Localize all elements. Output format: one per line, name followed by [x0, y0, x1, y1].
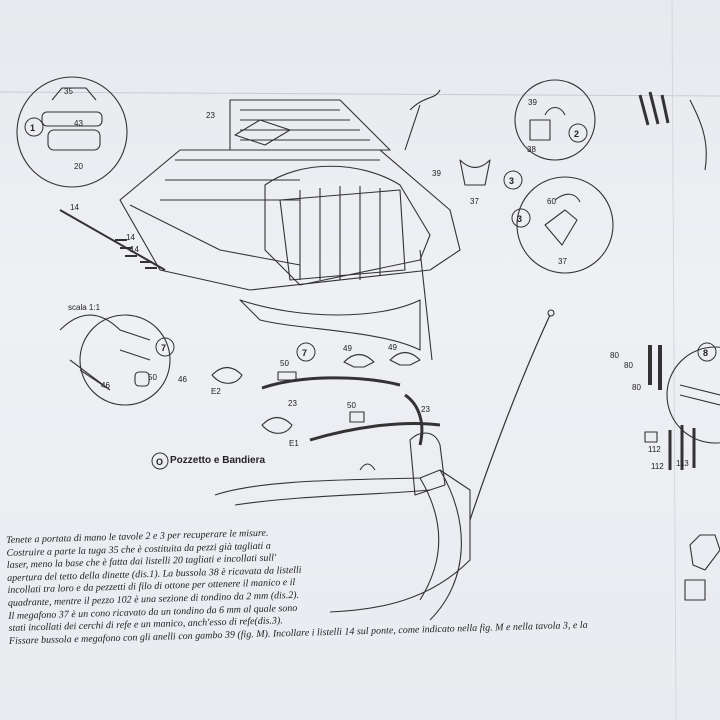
detail-circle-3	[516, 176, 614, 274]
svg-text:E1: E1	[289, 439, 299, 448]
section-title: Pozzetto e Bandiera	[170, 455, 266, 466]
detail-circle-2-area	[514, 79, 596, 161]
svg-text:39: 39	[432, 169, 441, 178]
stick-14	[59, 209, 166, 271]
hull-assembly	[119, 89, 461, 361]
svg-text:14: 14	[126, 233, 135, 242]
svg-text:23: 23	[288, 399, 297, 408]
svg-text:49: 49	[343, 344, 352, 353]
svg-text:113: 113	[676, 459, 689, 468]
svg-text:14: 14	[130, 245, 139, 254]
part-e2	[211, 366, 243, 384]
svg-text:80: 80	[632, 383, 641, 392]
detail-circle-7-large	[79, 314, 171, 406]
svg-text:3: 3	[517, 214, 522, 224]
svg-text:46: 46	[101, 381, 110, 390]
svg-text:43: 43	[74, 119, 83, 128]
svg-text:E2: E2	[211, 387, 221, 396]
svg-text:49: 49	[388, 343, 397, 352]
svg-text:23: 23	[206, 111, 215, 120]
svg-text:7: 7	[302, 348, 307, 358]
svg-text:80: 80	[624, 361, 633, 370]
lower-hull	[214, 432, 471, 621]
svg-text:23: 23	[421, 405, 430, 414]
part-labels: 35 43 20 23 14 14 14 39 39 38 37 37 60 5…	[64, 87, 689, 471]
svg-text:38: 38	[527, 145, 536, 154]
svg-text:scala 1:1: scala 1:1	[68, 303, 101, 312]
svg-text:50: 50	[347, 401, 356, 410]
part-e1	[261, 416, 293, 434]
svg-text:37: 37	[558, 257, 567, 266]
svg-text:60: 60	[547, 197, 556, 206]
svg-text:1: 1	[30, 123, 35, 133]
svg-text:80: 80	[610, 351, 619, 360]
instruction-text: Tenete a portata di mano le tavole 2 e 3…	[6, 515, 709, 648]
svg-text:7: 7	[161, 343, 166, 353]
svg-text:50: 50	[280, 359, 289, 368]
svg-text:20: 20	[74, 162, 83, 171]
svg-text:112: 112	[651, 462, 664, 471]
svg-text:37: 37	[470, 197, 479, 206]
svg-text:50: 50	[148, 373, 157, 382]
section-letter: O	[156, 457, 163, 467]
svg-text:112: 112	[648, 445, 661, 454]
svg-text:8: 8	[703, 348, 708, 358]
detail-circle-1	[16, 76, 128, 188]
svg-text:14: 14	[70, 203, 79, 212]
detail-badges: 1 2 3 3 7 7 8	[24, 117, 717, 470]
svg-text:39: 39	[528, 98, 537, 107]
svg-text:46: 46	[178, 375, 187, 384]
svg-text:2: 2	[574, 129, 579, 139]
svg-text:35: 35	[64, 87, 73, 96]
svg-text:3: 3	[509, 176, 514, 186]
